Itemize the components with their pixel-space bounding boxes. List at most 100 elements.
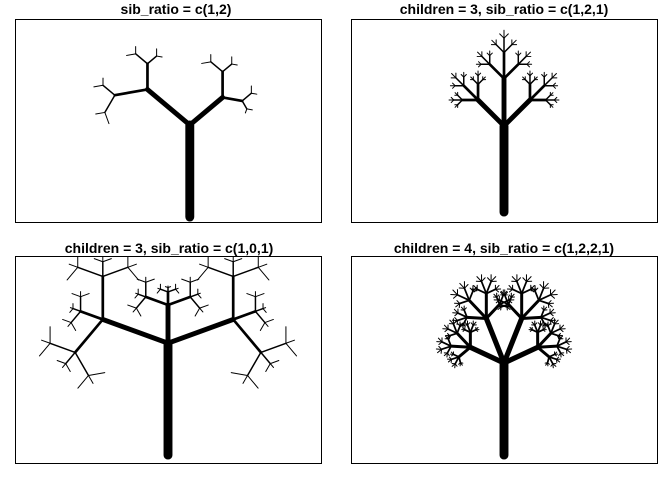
tree-branch [221,63,233,73]
tree-branch [483,315,507,366]
tree-branch [463,309,468,319]
tree-branch [241,100,248,110]
tree-branch [447,338,452,348]
tree-branch [181,278,191,283]
tree-branch [540,316,546,326]
tree-branch [144,295,170,307]
tree-branch [502,62,520,80]
tree-branch [38,342,51,357]
tree-branch [66,266,79,281]
tree-branch [463,287,471,302]
tree-branch [556,341,567,348]
tree-branch [201,61,212,64]
tree-branch [126,53,137,56]
tree-branch [524,78,531,86]
tree-branch [537,299,550,305]
tree-branch [462,84,480,102]
tree-branch [481,277,486,283]
tree-branch [515,52,519,57]
tree-branch [134,53,149,65]
tree-branch [93,84,104,88]
tree-branch [467,298,488,320]
tree-branch [543,77,553,87]
tree-branch [449,319,454,325]
tree-branch [194,307,201,317]
tree-branch [557,332,561,337]
tree-branch [533,324,539,334]
tree-branch [244,108,248,114]
tree-branch [526,72,531,77]
tree-branch [477,78,484,86]
tree-branch [197,293,202,299]
tree-branch [520,288,532,295]
tree-branch [441,341,452,348]
tree-branch [484,302,502,320]
tree-branch [503,294,510,306]
tree-branch [230,372,249,376]
tree-branch [541,74,545,78]
tree-branch [503,33,509,39]
tree-branch [551,73,557,79]
tree-branch [485,288,497,295]
tree-branch [516,277,521,283]
tree-branch [531,328,539,334]
tree-branch [285,339,295,344]
tree-branch [565,348,571,354]
tree-branch [454,356,460,365]
tree-branch [457,323,461,327]
tree-branch [549,317,554,321]
tree-branch [472,286,478,292]
tree-branch [481,55,491,66]
panel-3-tree [15,256,322,464]
tree-branch [241,92,253,102]
tree-branch [550,289,556,296]
tree-branch [440,345,452,351]
tree-branch [554,319,559,325]
tree-branch [525,51,531,57]
tree-branch [232,266,260,278]
tree-branch [265,363,271,372]
tree-branch [285,342,298,357]
tree-branch [469,287,474,292]
tree-branch [127,266,139,281]
tree-branch [167,288,177,293]
tree-branch [451,353,454,357]
tree-branch [520,280,528,295]
tree-branch [462,316,468,326]
tree-branch [74,351,90,377]
tree-branch [553,96,558,101]
tree-branch [508,295,513,301]
tree-branch [443,324,449,330]
tree-branch [522,277,527,283]
tree-branch [495,43,505,54]
tree-branch [511,276,518,283]
tree-branch [452,85,456,89]
tree-branch [536,344,559,349]
tree-branch [67,322,72,327]
tree-branch [454,312,459,317]
tree-branch [458,356,462,364]
tree-branch [199,304,209,309]
tree-branch [70,322,77,331]
tree-branch [199,307,204,313]
tree-branch [446,345,452,354]
tree-branch [68,263,79,268]
tree-branch [536,324,542,334]
tree-branch [549,308,555,314]
tree-branch [457,345,472,359]
tree-branch [257,266,270,281]
tree-branch [550,332,560,337]
tree-branch [469,324,475,334]
tree-branch [159,288,169,293]
tree-branch [529,78,536,86]
tree-branch [478,63,482,68]
panel-4-tree [351,256,658,464]
tree-branch [450,356,460,361]
tree-branch [511,288,523,295]
tree-branch [456,94,464,101]
tree-branch [516,280,523,295]
tree-branch [447,328,458,335]
tree-branch [547,325,552,335]
tree-branch [475,97,507,129]
tree-branch [102,84,116,96]
